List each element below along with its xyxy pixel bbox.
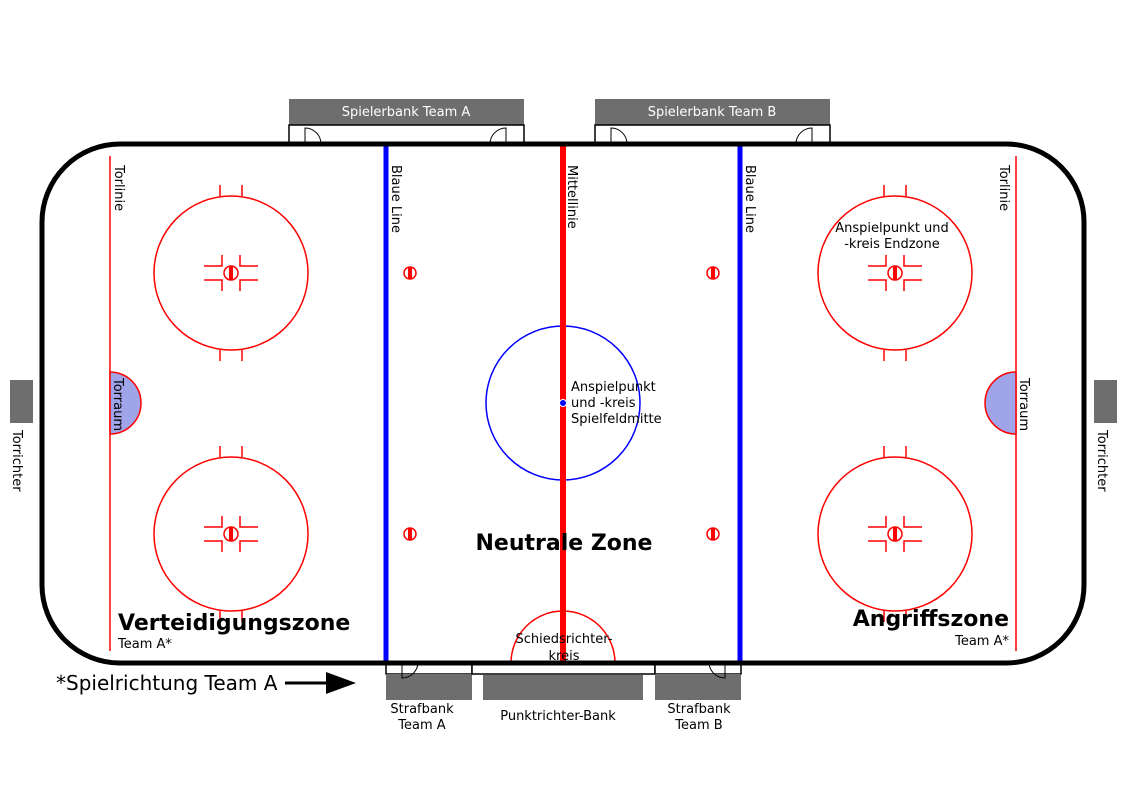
penalty-b-label-2: Team B [674, 718, 722, 733]
direction-arrow-icon [285, 672, 356, 694]
neutral-zone-dot-left-bottom [403, 527, 417, 541]
penalty-a-label-1: Strafbank [390, 702, 454, 717]
bench-a-label: Spielerbank Team A [342, 105, 471, 120]
penalty-bench-area: Strafbank Team A Punktrichter-Bank Straf… [385, 661, 742, 733]
bench-b-box [594, 124, 831, 145]
bench-a-block [289, 99, 524, 125]
goal-judge-label-right: Torrichter [1094, 429, 1109, 492]
direction-note: *Spielrichtung Team A [56, 671, 278, 695]
crease-label-left: Torraum [110, 377, 125, 431]
endzone-faceoff-label-1: Anspielpunkt und [835, 221, 949, 236]
bench-b-door-left [610, 127, 628, 145]
goal-crease-right [984, 371, 1017, 435]
referee-crease-label-1: Schiedsrichter- [516, 632, 613, 647]
center-faceoff-spot [559, 399, 567, 407]
goal-line-label-right: Torlinie [996, 164, 1011, 211]
neutral-zone-dot-right-top [706, 266, 720, 280]
zone-label-attack-team: Team A* [954, 634, 1009, 649]
bench-a-box [288, 124, 525, 145]
zone-label-defense: Verteidigungszone [118, 611, 350, 636]
blue-line-label-left: Blaue Line [388, 165, 403, 233]
endzone-faceoff-label-2: -kreis Endzone [844, 237, 940, 252]
bench-b-label: Spielerbank Team B [648, 105, 777, 120]
bench-a-door-right [489, 127, 507, 145]
player-bench-team-b: Spielerbank Team B [594, 99, 831, 145]
penalty-a-label-2: Team A [397, 718, 445, 733]
zone-label-defense-team: Team A* [117, 637, 172, 652]
goal-line-label-left: Torlinie [111, 164, 126, 211]
referee-crease-label-2: kreis [549, 649, 580, 664]
player-bench-team-a: Spielerbank Team A [288, 99, 525, 145]
rink-boards [39, 141, 1087, 666]
zone-label-attack: Angriffszone [853, 607, 1009, 632]
goal-judge-box-right [1094, 380, 1117, 423]
goal-judge-label-left: Torrichter [9, 429, 24, 492]
penalty-a-block [386, 674, 472, 700]
goal-judge-box-left [10, 380, 33, 423]
bench-b-door-right [795, 127, 813, 145]
scorer-block [483, 675, 643, 700]
bench-b-block [595, 99, 830, 125]
zone-label-neutral: Neutrale Zone [476, 531, 653, 556]
goal-crease-left [109, 371, 142, 435]
center-faceoff-label-2: und -kreis [571, 396, 636, 411]
penalty-b-block [655, 674, 741, 700]
crease-label-right: Torraum [1016, 377, 1031, 431]
faceoff-circle-right-top [817, 185, 973, 361]
center-line-label: Mittellinie [564, 165, 579, 229]
faceoff-circle-right-bottom [817, 446, 973, 622]
scorer-label: Punktrichter-Bank [500, 709, 616, 724]
blue-line-label-right: Blaue Line [742, 165, 757, 233]
center-faceoff-label-3: Spielfeldmitte [571, 412, 662, 427]
bench-a-door-left [304, 127, 322, 145]
neutral-zone-dot-right-bottom [706, 527, 720, 541]
penalty-b-label-1: Strafbank [667, 702, 731, 717]
neutral-zone-dot-left-top [403, 266, 417, 280]
faceoff-circle-left-bottom [153, 446, 309, 622]
faceoff-circle-left-top [153, 185, 309, 361]
center-faceoff-label-1: Anspielpunkt [571, 380, 656, 395]
